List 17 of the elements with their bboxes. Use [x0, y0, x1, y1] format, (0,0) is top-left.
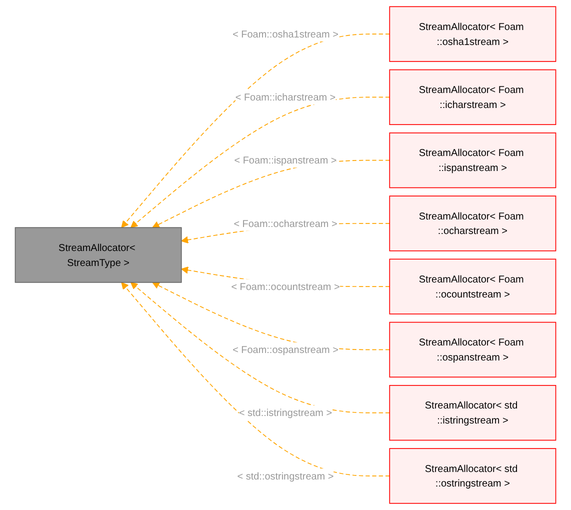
- edge-label: < Foam::ocharstream >: [234, 218, 338, 230]
- node-box: StreamAllocator< Foam ::ocountstream >: [389, 258, 556, 314]
- node-box: StreamAllocator< std ::istringstream >: [389, 384, 556, 441]
- edge-label: < Foam::icharstream >: [235, 91, 336, 103]
- node-box: StreamAllocator< Foam ::ocharstream >: [389, 196, 556, 252]
- edge-label: < Foam::ocountstream >: [231, 280, 340, 292]
- edge-label: < Foam::ospanstream >: [232, 344, 338, 356]
- node-box: StreamAllocator< Foam ::ospanstream >: [389, 322, 556, 378]
- edge-label: < std::istringstream >: [238, 407, 332, 419]
- node-box: StreamAllocator< std ::ostringstream >: [389, 448, 556, 504]
- node-box: StreamAllocator< Foam ::osha1stream >: [389, 6, 556, 62]
- node-box: StreamAllocator< StreamType >: [14, 227, 182, 283]
- node-box: StreamAllocator< Foam ::icharstream >: [389, 69, 556, 125]
- edge-label: < Foam::ispanstream >: [234, 154, 337, 166]
- node-box: StreamAllocator< Foam ::ispanstream >: [389, 132, 556, 188]
- edge-label: < std::ostringstream >: [237, 470, 334, 482]
- edge-label: < Foam::osha1stream >: [232, 28, 338, 40]
